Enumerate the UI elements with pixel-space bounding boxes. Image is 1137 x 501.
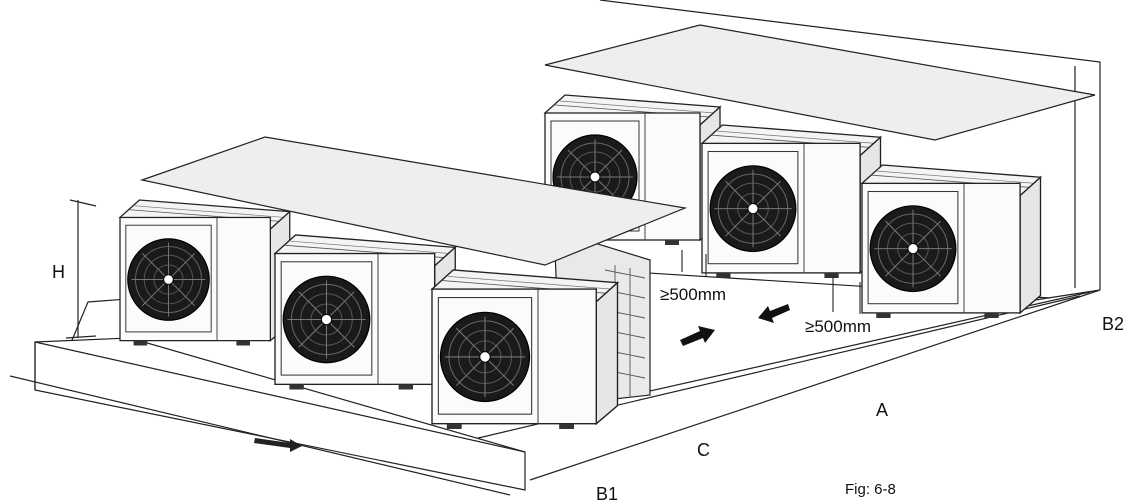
figure-caption: Fig: 6-8: [845, 481, 896, 498]
clearance-front-label: ≥500mm: [660, 285, 726, 304]
height-dimension: [65, 199, 97, 339]
right-canopy: [544, 24, 1096, 141]
clearance-markers: [681, 250, 861, 314]
zone-a-label: A: [876, 400, 888, 420]
zone-c-label: C: [697, 440, 710, 460]
unit-left-2: [274, 234, 456, 391]
zone-b1-label: B1: [596, 484, 618, 501]
left-base-platform: [9, 337, 526, 496]
unit-right-2: [701, 124, 882, 279]
unit-left-1: [119, 199, 291, 347]
zone-b2-label: B2: [1102, 314, 1124, 334]
unit-left-3: [431, 269, 619, 430]
arrow-icon: [254, 438, 302, 452]
clearance-rear-label: ≥500mm: [805, 317, 871, 336]
height-label: H: [52, 262, 65, 282]
unit-right-3: [861, 164, 1042, 319]
left-canopy: [139, 136, 688, 266]
arrow-icon: [680, 326, 715, 346]
arrow-icon: [758, 304, 790, 323]
